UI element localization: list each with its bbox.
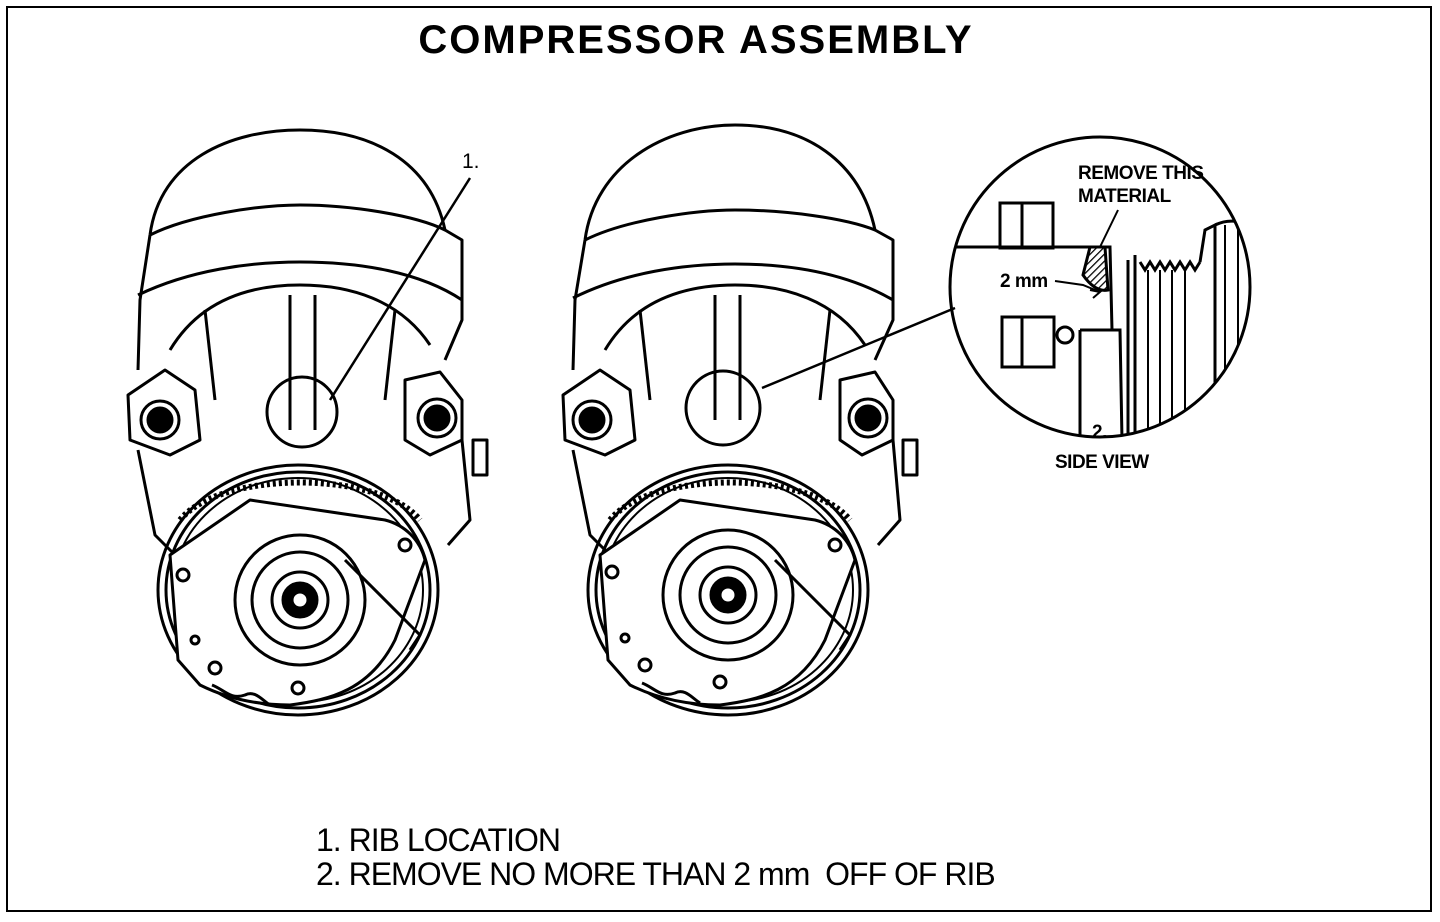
rib-callout-number: 1. [462,150,480,173]
right-compressor [561,123,956,717]
legend: 1. RIB LOCATION 2. REMOVE NO MORE THAN 2… [316,822,996,892]
figure-border [6,6,1432,912]
side-view-label: SIDE VIEW [1055,452,1149,473]
remove-material-label-line2: MATERIAL [1078,186,1171,207]
dimension-label: 2 mm [1000,271,1048,292]
legend-item-remove-limit: 2. REMOVE NO MORE THAN 2 mm OFF OF RIB [316,856,996,892]
remove-material-label-line1: REMOVE THIS [1078,163,1204,184]
legend-item-rib-location: 1. RIB LOCATION [316,822,561,858]
side-view-number: 2. [1092,422,1107,443]
page-title: COMPRESSOR ASSEMBLY [418,18,974,62]
left-compressor [126,128,489,717]
